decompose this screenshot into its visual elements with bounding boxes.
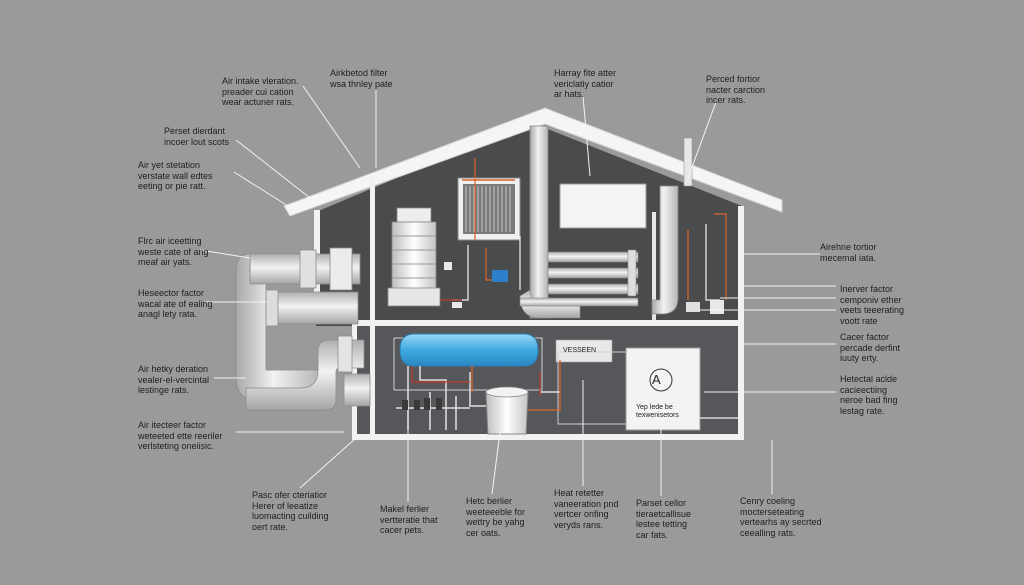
inner-wall (370, 176, 375, 438)
return-pipe (651, 185, 679, 315)
control-panel-text-2: texwenisetors (636, 412, 679, 419)
basement-floor (352, 434, 744, 440)
sensor-blue (492, 270, 508, 282)
control-panel-badge (649, 368, 673, 392)
manifold-pipes (519, 249, 639, 307)
vertical-flue-pipe (529, 125, 549, 319)
exterior-ductwork (235, 247, 371, 411)
inner-wall-right (652, 212, 656, 320)
roof (283, 107, 783, 217)
water-heater (485, 391, 529, 435)
basement-equipment (393, 333, 738, 435)
vessel-label: VESSEEN (563, 347, 597, 354)
expansion-tank (399, 333, 539, 367)
control-panel-text-1: Yep lede be (636, 404, 673, 411)
coil-unit (457, 177, 521, 241)
furnace-unit (387, 207, 441, 307)
air-handler-box (559, 183, 647, 229)
control-panel-badge-letter: A (652, 372, 661, 387)
callout-leaders (199, 85, 836, 502)
main-floor (352, 320, 744, 326)
control-wiring (440, 158, 727, 301)
control-panel (625, 347, 701, 431)
